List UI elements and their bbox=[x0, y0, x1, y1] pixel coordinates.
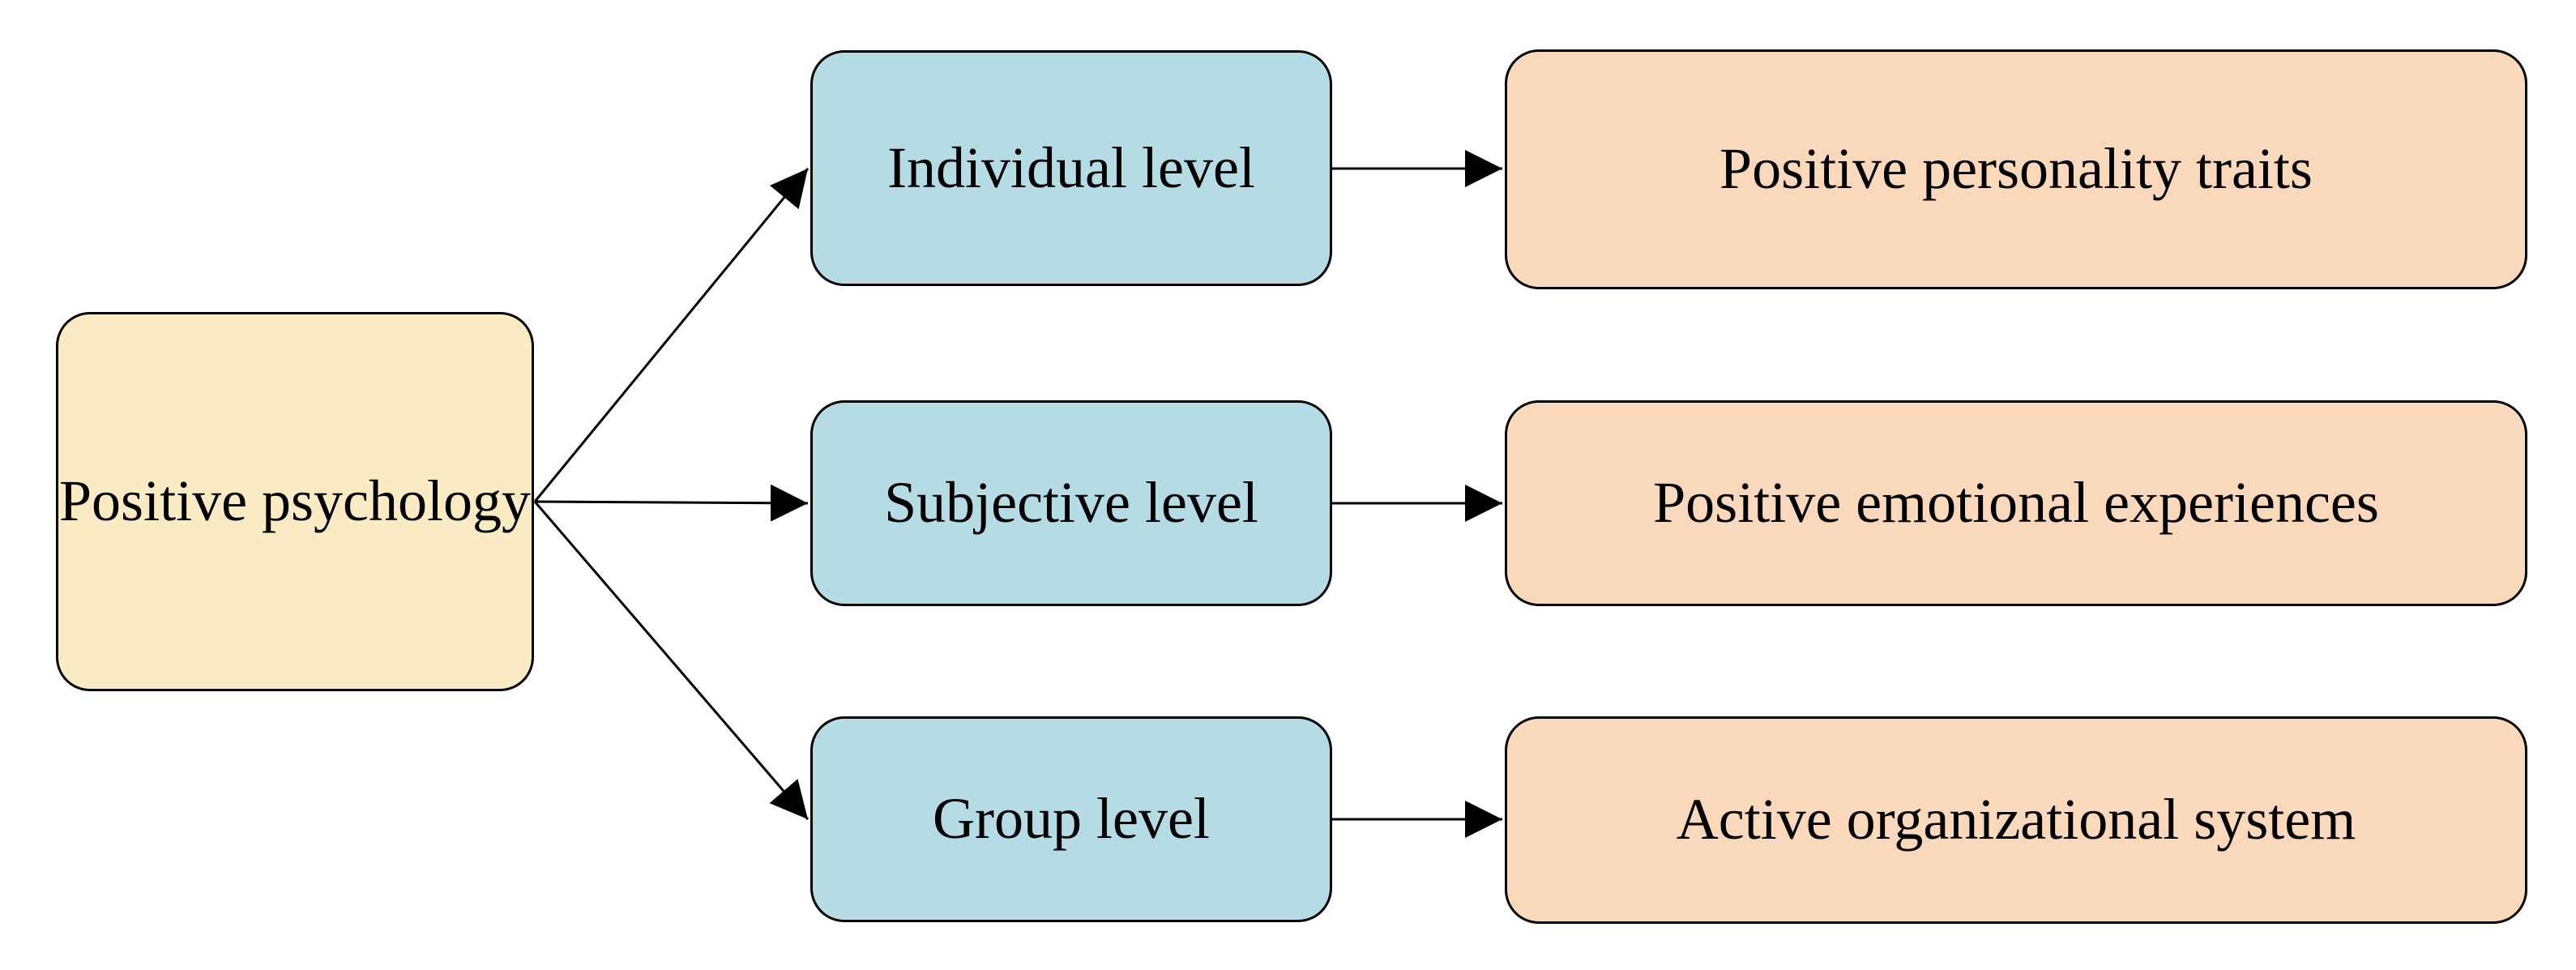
node-positive-psychology: Positive psychology bbox=[56, 312, 534, 691]
node-positive-psychology-label: Positive psychology bbox=[59, 468, 532, 534]
node-positive-personality-traits-label: Positive personality traits bbox=[1719, 136, 2313, 202]
node-positive-personality-traits: Positive personality traits bbox=[1505, 49, 2527, 289]
node-individual-level-label: Individual level bbox=[887, 135, 1255, 200]
node-subjective-level-label: Subjective level bbox=[884, 470, 1258, 536]
arrow-root-to-individual-level bbox=[533, 168, 810, 502]
arrow-root-to-group-level bbox=[533, 501, 810, 820]
node-active-organizational-system: Active organizational system bbox=[1505, 716, 2527, 924]
node-positive-emotional-experiences-label: Positive emotional experiences bbox=[1653, 470, 2379, 536]
node-group-level: Group level bbox=[810, 716, 1332, 922]
node-positive-emotional-experiences: Positive emotional experiences bbox=[1505, 400, 2527, 606]
node-individual-level: Individual level bbox=[810, 50, 1332, 286]
node-active-organizational-system-label: Active organizational system bbox=[1676, 787, 2356, 852]
node-subjective-level: Subjective level bbox=[810, 400, 1332, 606]
node-group-level-label: Group level bbox=[933, 786, 1210, 852]
arrow-root-to-subjective-level bbox=[534, 484, 809, 522]
